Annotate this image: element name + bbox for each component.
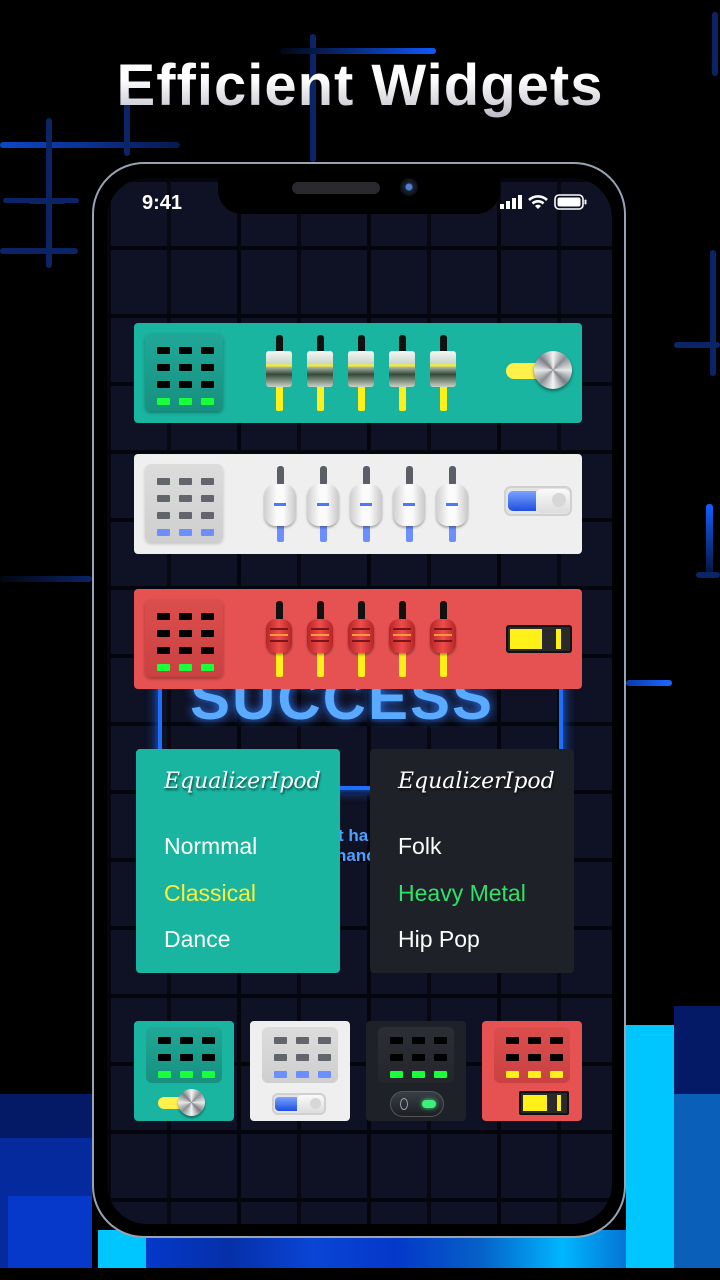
- battery-icon: [554, 194, 587, 210]
- neon-sign-frame: [158, 640, 563, 790]
- led-grid-icon: [145, 333, 223, 411]
- yellow-switch[interactable]: [506, 625, 572, 653]
- eq-slider[interactable]: [266, 333, 292, 413]
- eq-slider[interactable]: [436, 464, 468, 544]
- equalizer-widget-teal[interactable]: [134, 323, 582, 423]
- eq-slider[interactable]: [266, 599, 292, 679]
- eq-slider[interactable]: [307, 333, 333, 413]
- deco-line: [124, 92, 130, 156]
- wifi-icon: [528, 194, 548, 209]
- led-grid-icon: [146, 1027, 222, 1083]
- eq-slider[interactable]: [350, 464, 382, 544]
- signal-icon: [500, 195, 522, 209]
- yellow-switch[interactable]: [519, 1091, 569, 1115]
- deco-line: [710, 250, 716, 376]
- preset-item[interactable]: Hip Pop: [398, 926, 480, 952]
- preset-list-title: EqualizerIpod: [164, 769, 321, 794]
- deco-line: [280, 48, 436, 54]
- bottom-edge: [0, 1268, 720, 1280]
- deco-line: [3, 198, 79, 203]
- led-grid-icon: [378, 1027, 454, 1083]
- preset-list-title: EqualizerIpod: [398, 769, 555, 794]
- eq-slider[interactable]: [389, 333, 415, 413]
- eq-slider[interactable]: [393, 464, 425, 544]
- deco-line: [626, 680, 672, 686]
- page-headline: Efficient Widgets: [0, 52, 720, 119]
- deco-line: [674, 342, 720, 348]
- slider-group: [264, 464, 468, 544]
- preset-item[interactable]: Folk: [398, 833, 442, 859]
- knob-toggle[interactable]: [158, 1089, 208, 1117]
- equalizer-widget-white[interactable]: [134, 454, 582, 554]
- neon-sign-caption: t ha: [338, 826, 369, 845]
- equalizer-widget-red[interactable]: [134, 589, 582, 689]
- preset-item-selected[interactable]: Heavy Metal: [398, 880, 526, 906]
- deco-bar: [8, 1196, 92, 1270]
- status-icons: [500, 194, 588, 210]
- deco-line: [696, 572, 720, 578]
- eq-slider[interactable]: [430, 333, 456, 413]
- status-time: 9:41: [142, 192, 183, 214]
- deco-line: [0, 576, 92, 582]
- small-widget-dark[interactable]: [366, 1021, 466, 1121]
- deco-line: [46, 118, 52, 268]
- led-grid-icon: [494, 1027, 570, 1083]
- preset-item[interactable]: Dance: [164, 926, 231, 952]
- deco-line: [706, 504, 713, 574]
- eq-slider[interactable]: [389, 599, 415, 679]
- preset-list-dark: EqualizerIpod Folk Heavy Metal Hip Pop: [370, 749, 574, 973]
- neon-sign-caption: hanc: [336, 846, 376, 865]
- blue-switch[interactable]: [272, 1093, 326, 1115]
- eq-slider[interactable]: [348, 333, 374, 413]
- led-grid-icon: [145, 599, 223, 677]
- eq-slider[interactable]: [430, 599, 456, 679]
- deco-bar: [674, 1094, 720, 1270]
- small-widget-white[interactable]: [250, 1021, 350, 1121]
- speaker-grille: [292, 182, 380, 194]
- slider-group: [266, 599, 456, 679]
- deco-line: [310, 34, 316, 162]
- preset-item-selected[interactable]: Classical: [164, 880, 257, 906]
- slider-group: [266, 333, 456, 413]
- green-switch[interactable]: [390, 1091, 444, 1117]
- eq-slider[interactable]: [264, 464, 296, 544]
- small-widget-teal[interactable]: [134, 1021, 234, 1121]
- eq-slider[interactable]: [307, 599, 333, 679]
- knob-toggle[interactable]: [506, 351, 576, 393]
- blue-switch[interactable]: [504, 486, 572, 516]
- preset-item[interactable]: Normmal: [164, 833, 258, 859]
- deco-line: [712, 12, 718, 76]
- camera-icon: [400, 178, 418, 196]
- deco-line: [0, 248, 78, 254]
- led-grid-icon: [145, 464, 223, 542]
- eq-slider[interactable]: [307, 464, 339, 544]
- preset-list-teal: EqualizerIpod Normmal Classical Dance: [136, 749, 340, 973]
- deco-line: [0, 142, 180, 148]
- eq-slider[interactable]: [348, 599, 374, 679]
- small-widget-red[interactable]: [482, 1021, 582, 1121]
- led-grid-icon: [262, 1027, 338, 1083]
